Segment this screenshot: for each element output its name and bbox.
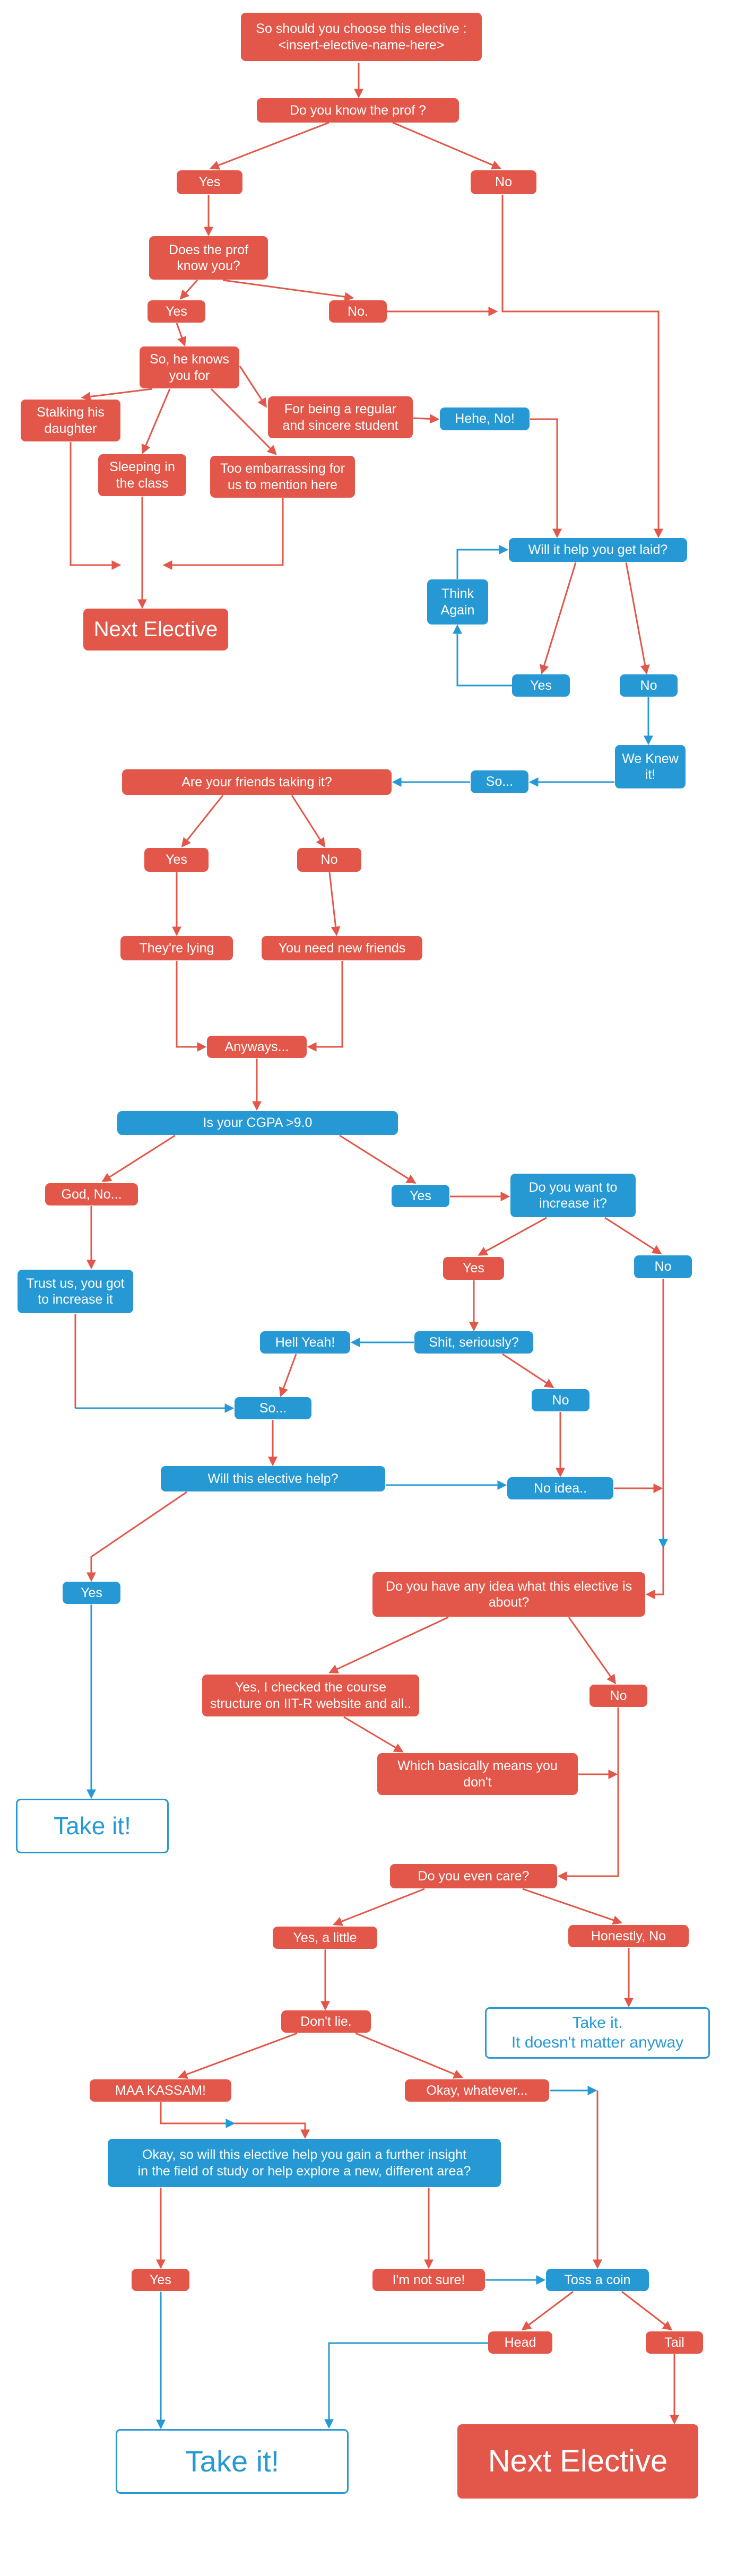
node-any-idea-about-elective: Do you have any idea what this elective …: [372, 1572, 645, 1617]
node-tail: Tail: [646, 2331, 703, 2354]
node-knows-you-for: So, he knows you for: [140, 346, 239, 388]
node-does-prof-know-you: Does the prof know you?: [149, 236, 268, 280]
node-anyways: Anyways...: [207, 1036, 307, 1058]
node-increase-no: No: [634, 1255, 692, 1278]
node-shit-seriously: Shit, seriously?: [414, 1331, 533, 1354]
node-god-no: God, No...: [45, 1183, 138, 1205]
blue-connectors: [75, 545, 668, 2430]
node-need-new-friends: You need new friends: [262, 936, 422, 960]
node-okay-whatever: Okay, whatever...: [405, 2079, 549, 2102]
node-stalking-his-daughter: Stalking his daughter: [21, 400, 120, 441]
node-want-to-increase: Do you want to increase it?: [510, 1174, 636, 1217]
node-theyre-lying: They're lying: [120, 936, 233, 960]
node-idea-no: No: [589, 1685, 647, 1707]
node-im-not-sure: I'm not sure!: [372, 2269, 485, 2291]
node-help-yes: Yes: [63, 1582, 120, 1604]
node-hehe-no: Hehe, No!: [440, 407, 530, 430]
node-yes-a-little: Yes, a little: [273, 1927, 377, 1949]
node-take-it-big: Take it!: [116, 2429, 349, 2494]
node-so-1: So...: [471, 770, 528, 793]
node-cgpa-question: Is your CGPA >9.0: [117, 1111, 398, 1135]
node-next-elective-big: Next Elective: [457, 2424, 698, 2499]
node-so-2: So...: [235, 1397, 311, 1419]
node-will-this-elective-help: Will this elective help?: [161, 1466, 385, 1491]
node-do-you-even-care: Do you even care?: [390, 1864, 557, 1888]
node-hell-yeah: Hell Yeah!: [260, 1331, 350, 1354]
node-no-idea: No idea..: [507, 1477, 613, 1499]
node-laid-no: No: [620, 674, 678, 697]
node-sleeping-in-class: Sleeping in the class: [98, 454, 186, 496]
node-honestly-no: Honestly, No: [568, 1925, 689, 1947]
node-cgpa-yes: Yes: [392, 1185, 449, 1207]
node-basically-means-you-dont: Which basically means you don't: [377, 1753, 578, 1795]
node-we-knew-it: We Knew it!: [615, 745, 686, 788]
node-next-elective-top: Next Elective: [83, 609, 228, 650]
node-no-know-prof: No: [471, 170, 536, 194]
node-friends-no: No: [297, 848, 361, 872]
node-checked-course-structure: Yes, I checked the course structure on I…: [202, 1675, 419, 1716]
node-regular-sincere-student: For being a regular and sincere student: [268, 396, 413, 438]
red-connectors: [70, 63, 679, 2425]
node-final-yes: Yes: [132, 2269, 189, 2291]
node-will-it-help-get-laid: Will it help you get laid?: [509, 538, 687, 562]
node-head: Head: [488, 2331, 552, 2354]
node-think-again: Think Again: [427, 579, 488, 625]
node-further-insight-question: Okay, so will this elective help you gai…: [108, 2139, 501, 2187]
node-friends-yes: Yes: [144, 848, 209, 872]
node-yes-know-prof: Yes: [177, 170, 242, 194]
node-take-it-2: Take it. It doesn't matter anyway: [485, 2007, 710, 2059]
node-no-prof-knows: No.: [329, 300, 387, 323]
node-too-embarrassing: Too embarrassing for us to mention here: [210, 456, 355, 498]
node-start: So should you choose this elective : <in…: [241, 13, 482, 61]
node-laid-yes: Yes: [512, 674, 570, 697]
node-friends-taking-it: Are your friends taking it?: [122, 769, 392, 795]
node-seriously-no: No: [532, 1389, 589, 1411]
node-take-it-1: Take it!: [16, 1799, 169, 1853]
node-dont-lie: Don't lie.: [281, 2010, 371, 2033]
node-toss-a-coin: Toss a coin: [546, 2269, 649, 2291]
node-increase-yes: Yes: [443, 1257, 504, 1280]
node-yes-prof-knows: Yes: [148, 300, 205, 323]
node-do-you-know-the-prof: Do you know the prof ?: [257, 98, 459, 123]
node-trust-us-increase: Trust us, you got to increase it: [18, 1270, 133, 1313]
node-maa-kassam: MAA KASSAM!: [90, 2079, 231, 2102]
